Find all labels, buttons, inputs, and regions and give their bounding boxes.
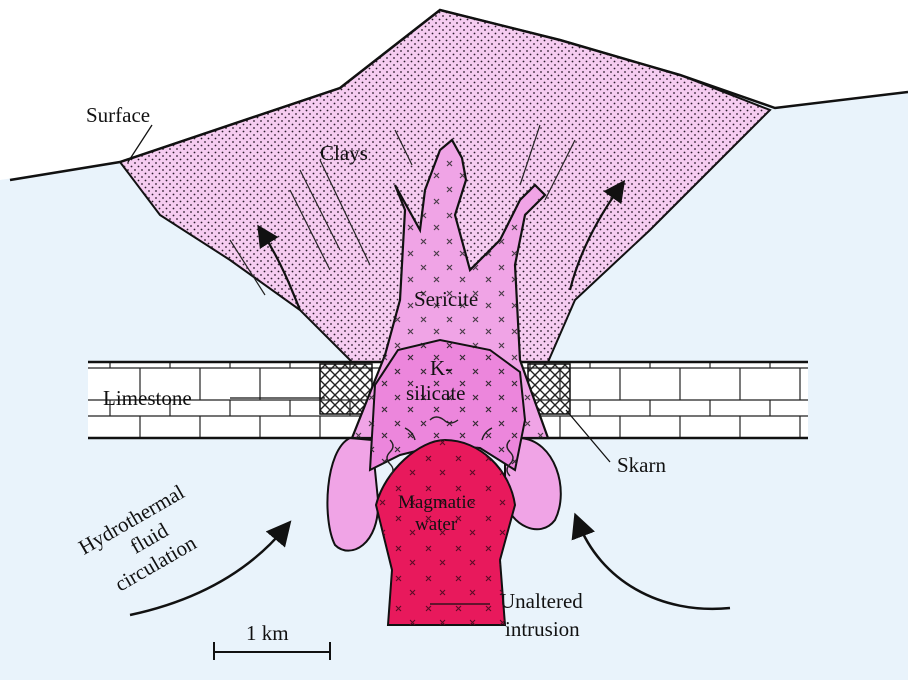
magmatic-label-1: Magmatic <box>398 492 475 513</box>
clays-label: Clays <box>320 141 368 165</box>
skarn-label: Skarn <box>617 453 666 477</box>
magmatic-label-2: water <box>415 514 458 535</box>
unaltered-label-2: intrusion <box>505 617 580 641</box>
surface-label: Surface <box>86 103 150 127</box>
k-silicate-label-2: silicate <box>406 381 465 405</box>
unaltered-label-1: Unaltered <box>500 589 583 613</box>
limestone-label: Limestone <box>103 386 192 410</box>
scale-label: 1 km <box>246 621 289 645</box>
sericite-label: Sericite <box>414 287 478 311</box>
k-silicate-label-1: K- <box>430 356 452 380</box>
